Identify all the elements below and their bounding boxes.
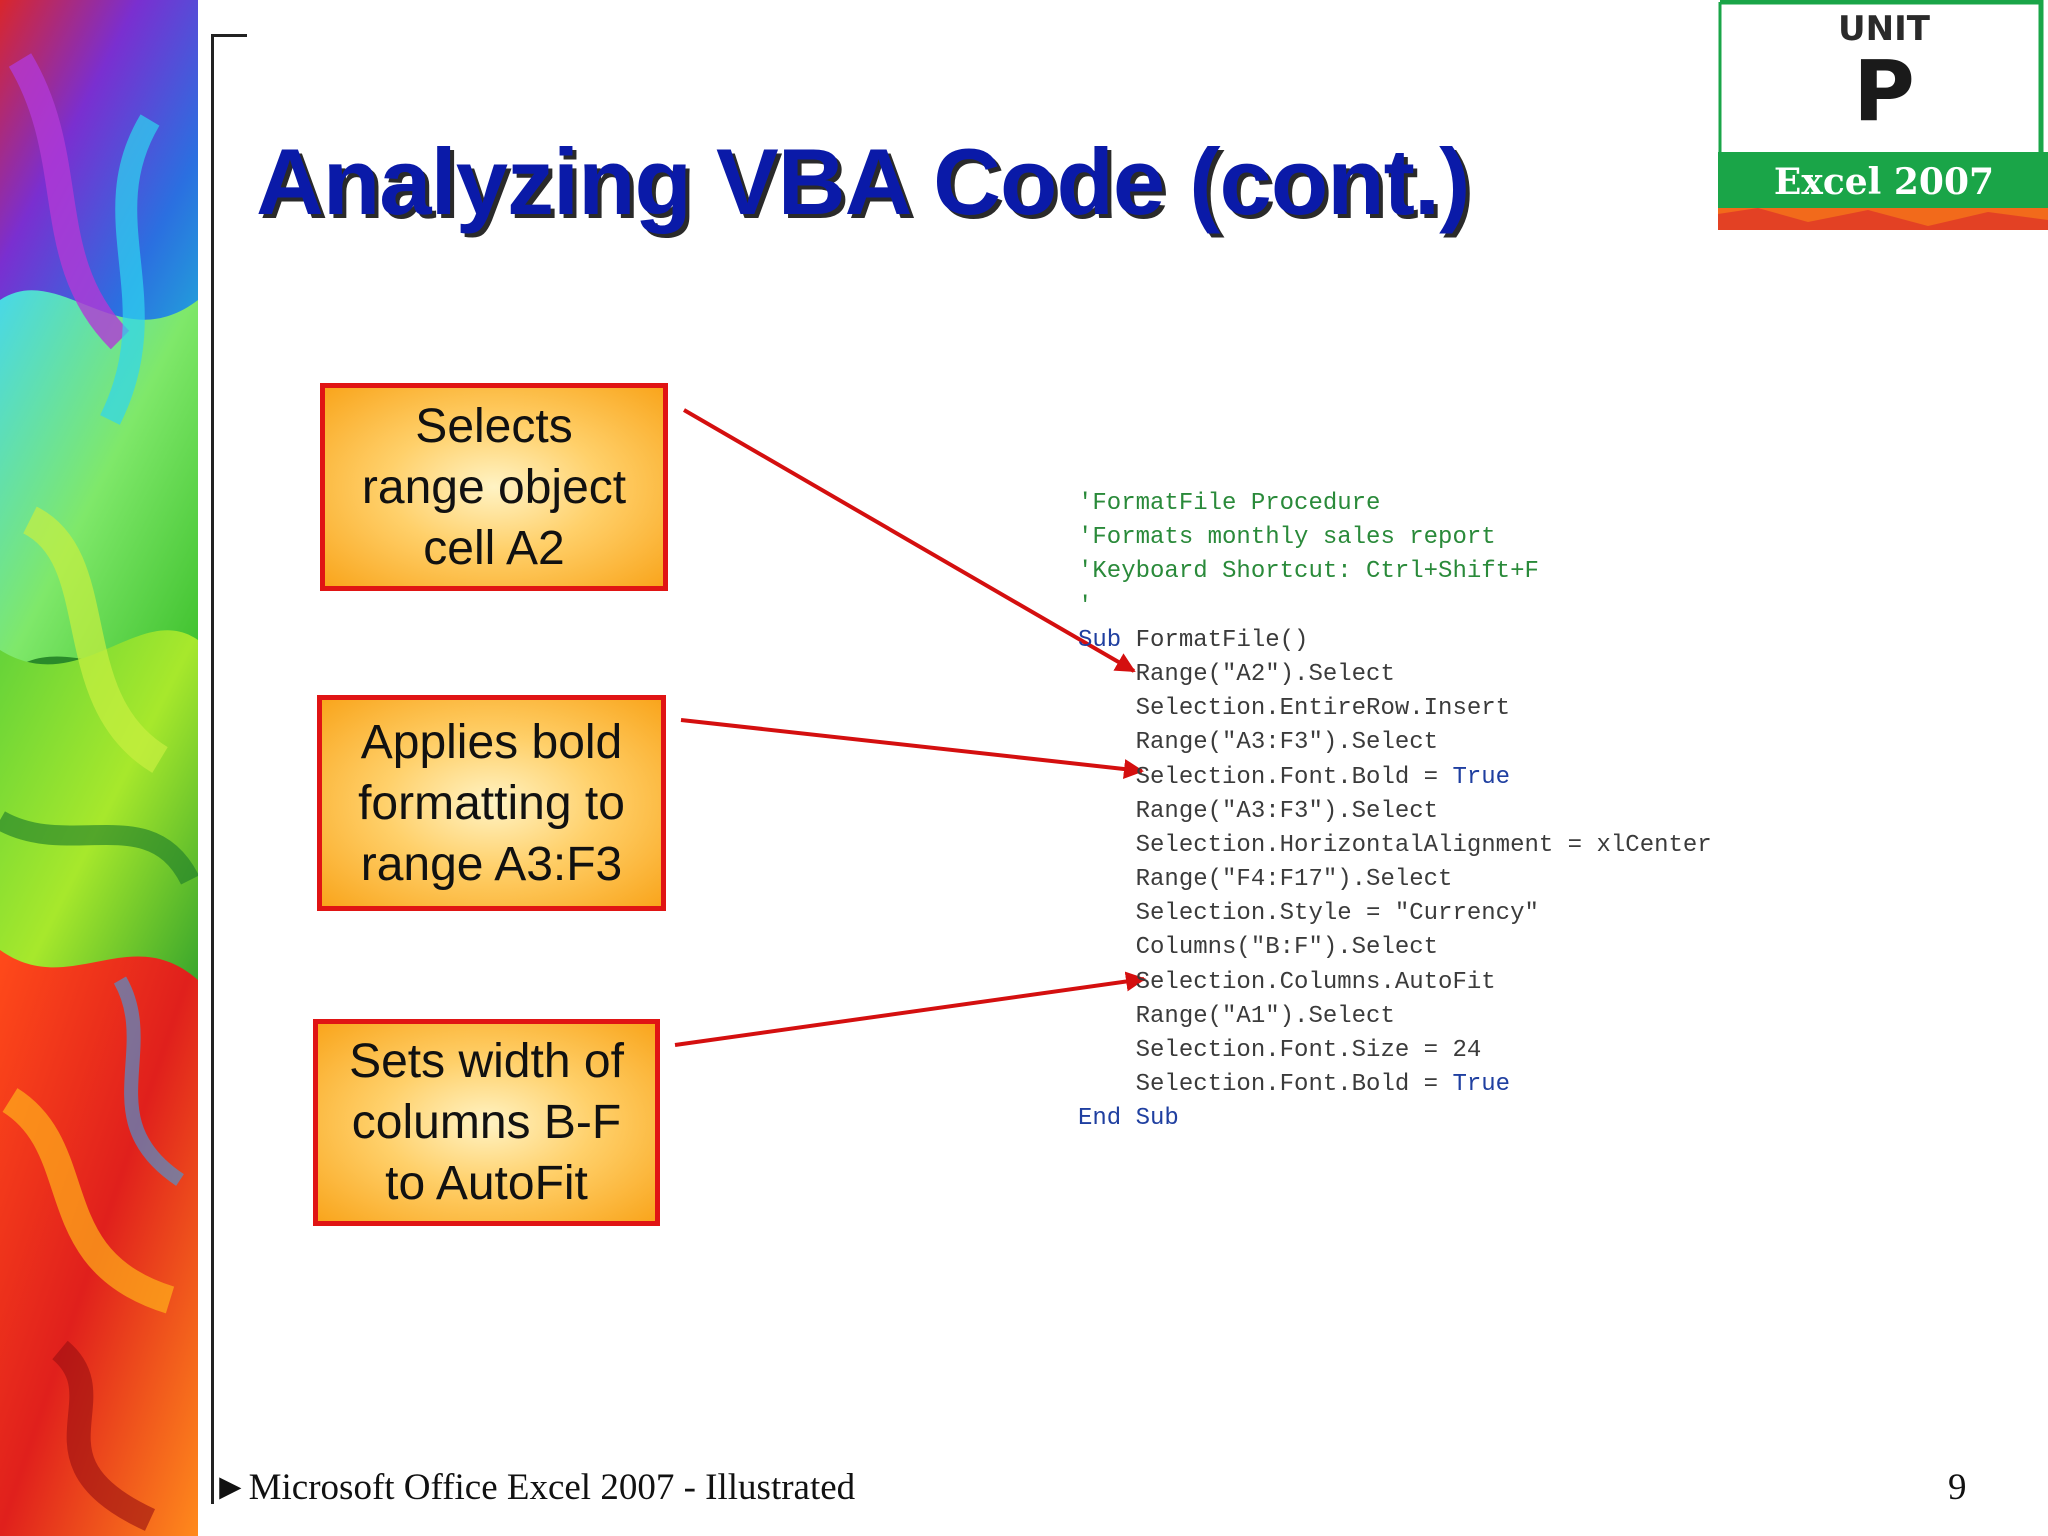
callout-applies-bold: Applies bold formatting to range A3:F3	[317, 695, 666, 911]
code-line: Selection.EntireRow.Insert	[1078, 692, 1712, 726]
code-text: Selection.Font.Bold =	[1078, 763, 1453, 791]
code-text: Selection.EntireRow.Insert	[1078, 695, 1511, 723]
code-text: Range("A2").Select	[1078, 660, 1395, 688]
callout-line: to AutoFit	[385, 1157, 588, 1210]
product-label: Excel 2007	[1774, 161, 1994, 203]
arrow-to-font-bold	[680, 718, 1144, 779]
code-text: Range("F4:F17").Select	[1078, 866, 1453, 894]
code-text: Columns("B:F").Select	[1078, 934, 1439, 962]
code-keyword: True	[1452, 1071, 1511, 1099]
abstract-paint-decoration	[0, 0, 198, 1536]
code-text: Selection.HorizontalAlignment = xlCenter	[1078, 831, 1712, 859]
code-line: Range("F4:F17").Select	[1078, 863, 1712, 897]
unit-letter: P	[1853, 42, 1915, 140]
code-keyword: End Sub	[1078, 1105, 1179, 1133]
code-line: Selection.Font.Bold = True	[1078, 761, 1712, 795]
code-line: Selection.Columns.AutoFit	[1078, 966, 1712, 1000]
footer-bullet: ►	[212, 1467, 249, 1508]
code-line: Range("A2").Select	[1078, 658, 1712, 692]
code-text: Selection.Font.Bold =	[1078, 1071, 1453, 1099]
callout-text: Selects range object cell A2	[362, 396, 626, 579]
code-text: Range("A3:F3").Select	[1078, 797, 1439, 825]
callout-line: range object	[361, 460, 627, 514]
code-comment: 'FormatFile Procedure	[1078, 490, 1381, 517]
code-text: Range("A3:F3").Select	[1078, 729, 1439, 757]
code-comment: 'Formats monthly sales report	[1078, 524, 1496, 552]
slide-frame-line	[211, 34, 214, 1504]
code-line: Range("A3:F3").Select	[1078, 795, 1712, 829]
unit-label: UNIT	[1838, 9, 1931, 49]
code-line: Selection.Font.Bold = True	[1078, 1068, 1712, 1102]
code-keyword: True	[1452, 763, 1511, 791]
code-line: 'Keyboard Shortcut: Ctrl+Shift+F	[1078, 555, 1712, 589]
code-line: Selection.HorizontalAlignment = xlCenter	[1078, 829, 1712, 863]
arrow-to-autofit	[674, 971, 1146, 1047]
callout-line: Sets width of	[349, 1035, 624, 1088]
code-line: Selection.Font.Size = 24	[1078, 1034, 1712, 1068]
code-line: Columns("B:F").Select	[1078, 931, 1712, 965]
code-line: '	[1078, 590, 1712, 624]
code-line: Selection.Style = "Currency"	[1078, 897, 1712, 931]
code-comment: 'Keyboard Shortcut: Ctrl+Shift+F	[1078, 558, 1539, 586]
callout-line: range A3:F3	[360, 837, 623, 891]
code-text: Selection.Font.Size = 24	[1078, 1037, 1482, 1064]
code-line: Sub FormatFile()	[1078, 624, 1712, 658]
code-comment: '	[1078, 592, 1093, 620]
slide-title: Analyzing VBA Code (cont.)	[256, 129, 1470, 234]
code-text: Selection.Style = "Currency"	[1078, 900, 1539, 928]
callout-text: Sets width of columns B-F to AutoFit	[349, 1031, 624, 1214]
code-text: Selection.Columns.AutoFit	[1078, 968, 1496, 996]
code-line: End Sub	[1078, 1102, 1712, 1136]
unit-p-excel-2007-badge: UNIT P Excel 2007	[1718, 0, 2048, 230]
vba-code-listing: 'FormatFile Procedure 'Formats monthly sa…	[1078, 487, 1712, 1137]
code-text: FormatFile()	[1121, 626, 1309, 654]
callout-line: cell A2	[423, 521, 565, 575]
callout-selects-range: Selects range object cell A2	[320, 383, 668, 591]
page-number: 9	[1948, 1467, 1967, 1508]
code-line: Range("A3:F3").Select	[1078, 726, 1712, 760]
callout-line: Selects	[415, 399, 573, 453]
code-line: 'Formats monthly sales report	[1078, 521, 1712, 555]
code-keyword: Sub	[1078, 626, 1122, 654]
callout-line: Applies bold	[360, 715, 623, 769]
code-line: Range("A1").Select	[1078, 1000, 1712, 1034]
arrow-to-range-a2	[682, 408, 1136, 673]
slide-footer: ►Microsoft Office Excel 2007 - Illustrat…	[212, 1466, 855, 1509]
callout-autofit-columns: Sets width of columns B-F to AutoFit	[313, 1019, 660, 1226]
callout-text: Applies bold formatting to range A3:F3	[358, 712, 625, 895]
footer-text: Microsoft Office Excel 2007 - Illustrate…	[248, 1467, 856, 1508]
callout-line: columns B-F	[351, 1096, 622, 1149]
code-text: Range("A1").Select	[1078, 1002, 1395, 1030]
code-line: 'FormatFile Procedure	[1078, 487, 1712, 521]
callout-line: formatting to	[358, 776, 625, 830]
slide-frame-corner	[211, 34, 247, 37]
